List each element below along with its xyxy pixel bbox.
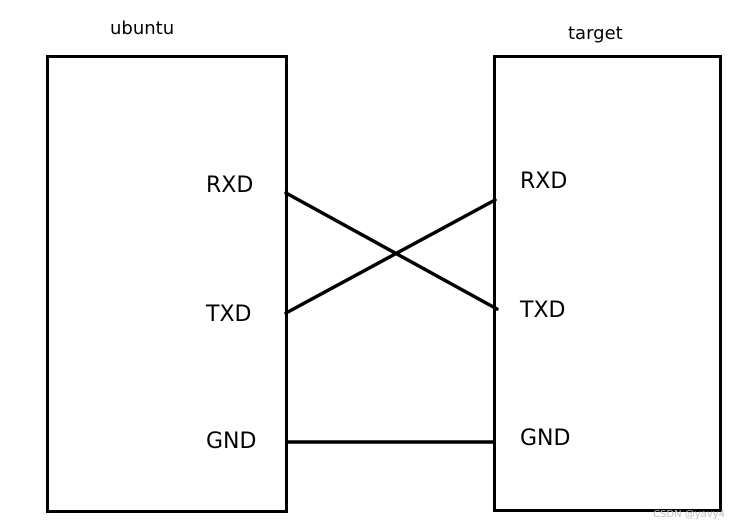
wire-ubuntu-rxd-to-target-txd bbox=[284, 191, 499, 311]
target-device-box bbox=[493, 55, 722, 512]
target-txd-label: TXD bbox=[520, 298, 566, 323]
ubuntu-gnd-label: GND bbox=[206, 429, 257, 454]
ubuntu-txd-label: TXD bbox=[206, 302, 252, 327]
target-gnd-label: GND bbox=[520, 426, 571, 451]
target-title: target bbox=[568, 23, 623, 44]
wire-ubuntu-txd-to-target-rxd bbox=[284, 198, 497, 315]
ubuntu-device-box bbox=[46, 55, 288, 513]
watermark-text: CSDN @yavy4 bbox=[653, 509, 725, 520]
target-rxd-label: RXD bbox=[520, 169, 568, 194]
ubuntu-title: ubuntu bbox=[110, 18, 175, 39]
ubuntu-rxd-label: RXD bbox=[206, 173, 254, 198]
